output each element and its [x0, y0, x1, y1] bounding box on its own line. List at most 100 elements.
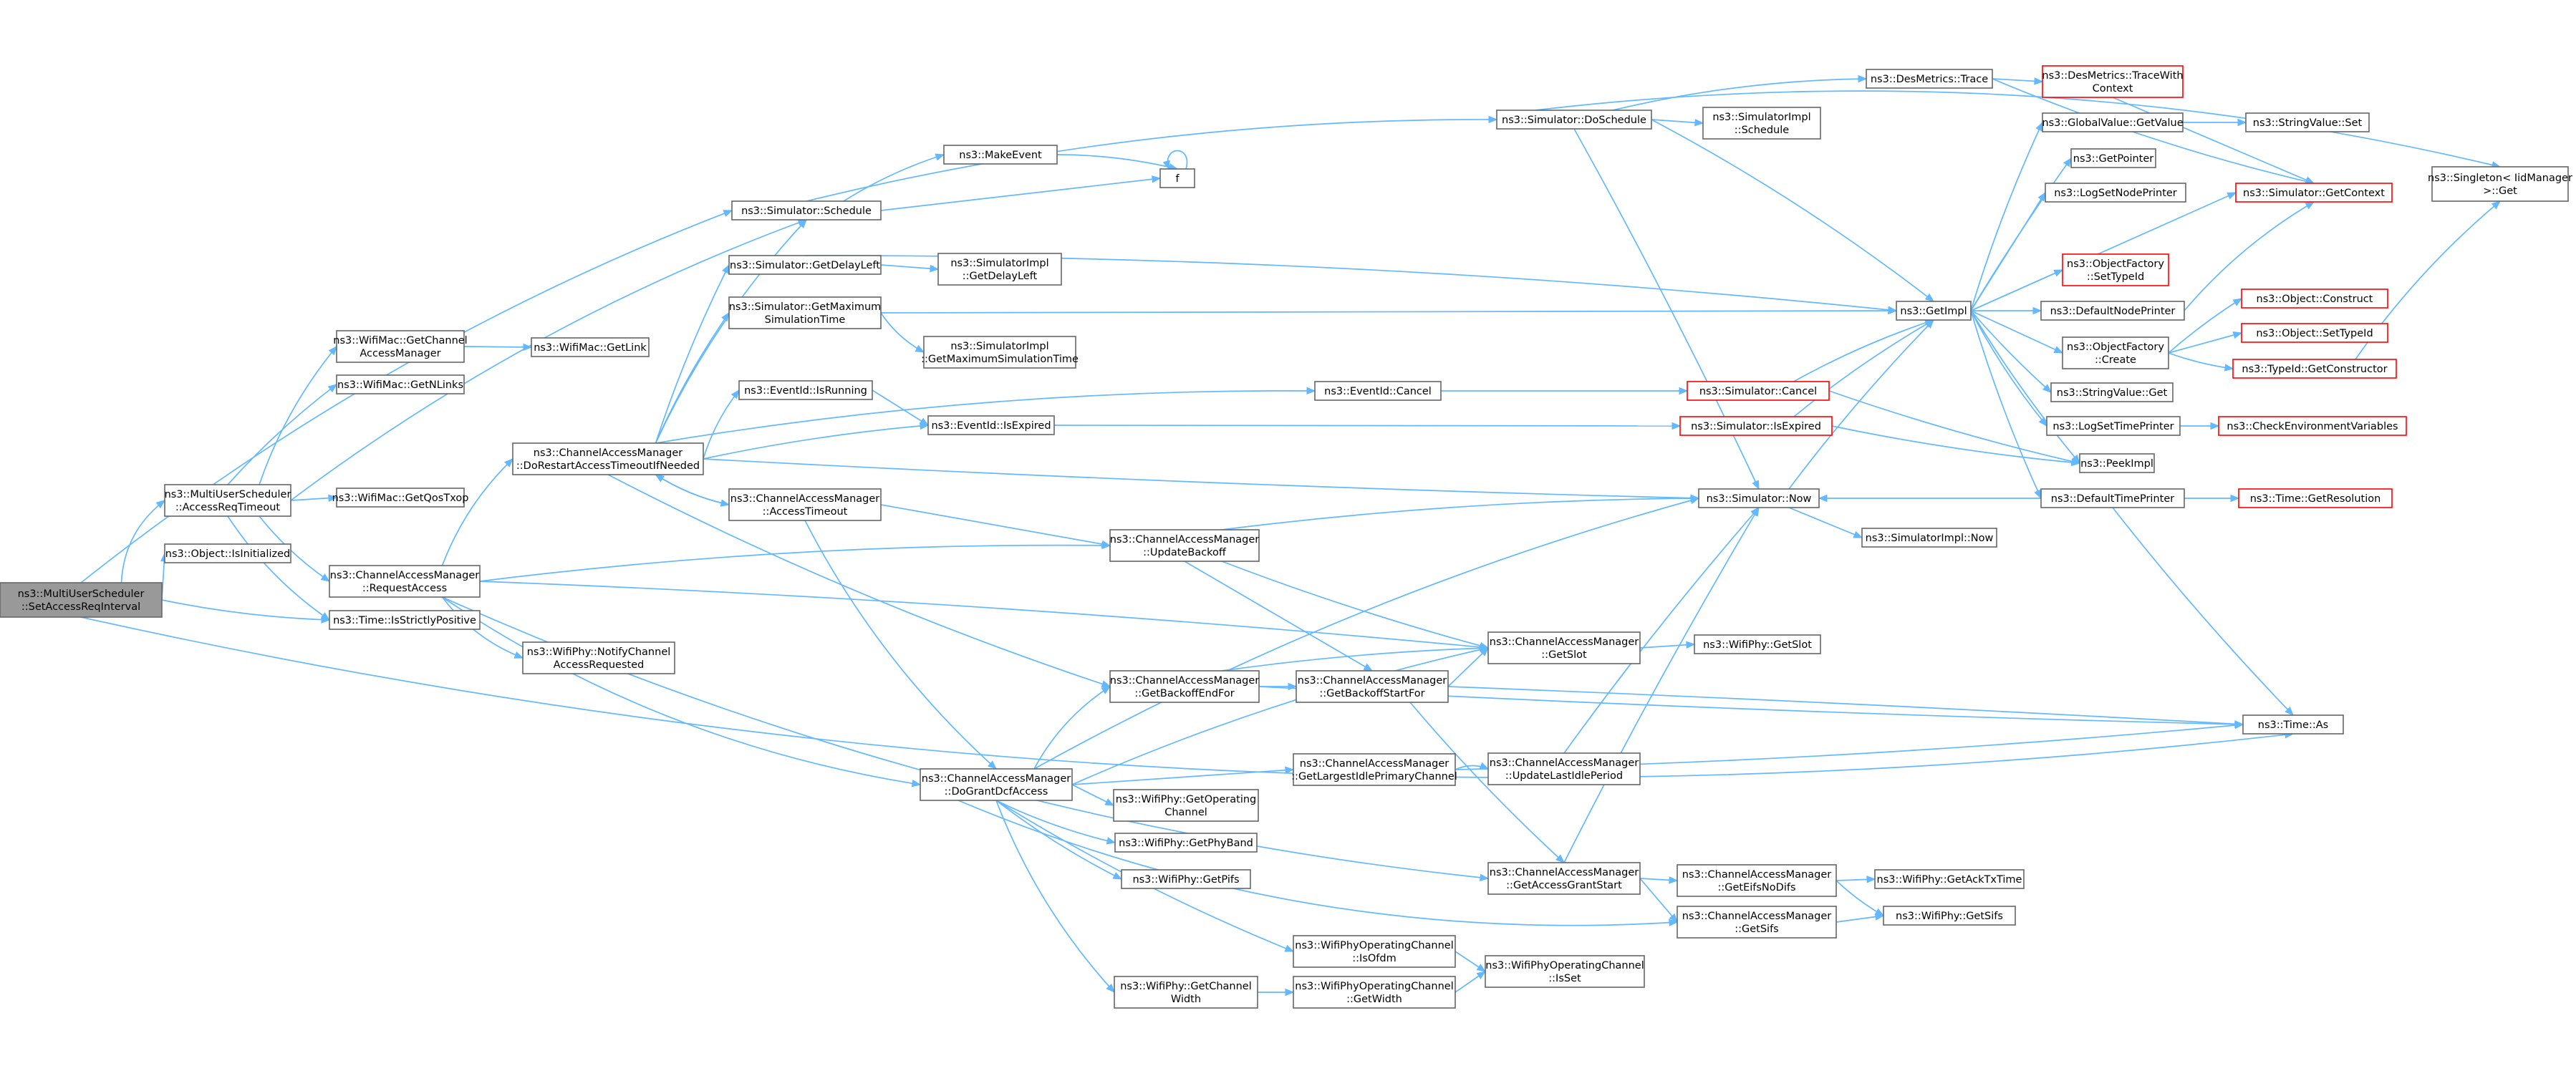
- edge-line: [1221, 561, 1489, 649]
- node-logtime[interactable]: ns3::LogSetTimePrinter: [2046, 416, 2181, 436]
- node-now[interactable]: ns3::Simulator::Now: [1698, 488, 1820, 508]
- node-notify[interactable]: ns3::WifiPhy::NotifyChannelAccessRequest…: [522, 641, 675, 674]
- node-getpointer[interactable]: ns3::GetPointer: [2070, 148, 2156, 168]
- node-implgetmax[interactable]: ns3::SimulatorImpl::GetMaximumSimulation…: [921, 336, 1079, 369]
- node-singleton[interactable]: ns3::Singleton< IidManager>::Get: [2428, 166, 2572, 202]
- edge-line: [880, 312, 925, 353]
- node-getimpl[interactable]: ns3::GetImpl: [1896, 301, 1972, 321]
- node-grantstart[interactable]: ns3::ChannelAccessManager::GetAccessGran…: [1487, 862, 1641, 895]
- edge-arrowhead: [722, 263, 730, 274]
- node-f[interactable]: f: [1159, 168, 1195, 188]
- node-aqto[interactable]: ns3::MultiUserScheduler::AccessReqTimeou…: [164, 484, 291, 517]
- node-acktx[interactable]: ns3::WifiPhy::GetAckTxTime: [1874, 869, 2025, 889]
- node-isofdm[interactable]: ns3::WifiPhyOperatingChannel::IsOfdm: [1293, 935, 1456, 968]
- node-getcons[interactable]: ns3::TypeId::GetConstructor: [2232, 359, 2397, 379]
- node-eifsnodifs[interactable]: ns3::ChannelAccessManager::GetEifsNoDifs: [1677, 864, 1837, 897]
- edge-line: [1033, 498, 1699, 770]
- node-label: ::DoRestartAccessTimeoutIfNeeded: [516, 460, 700, 472]
- node-ofcreate[interactable]: ns3::ObjectFactory::Create: [2062, 336, 2169, 369]
- node-checkenv[interactable]: ns3::CheckEnvironmentVariables: [2218, 416, 2407, 436]
- node-label: ::GetMaximumSimulationTime: [921, 354, 1079, 365]
- edge-line: [2168, 298, 2242, 354]
- node-implsched[interactable]: ns3::SimulatorImpl::Schedule: [1702, 107, 1821, 140]
- node-getsifscam[interactable]: ns3::ChannelAccessManager::GetSifs: [1677, 906, 1837, 939]
- edge-doschedule-to-now: [1573, 128, 1760, 490]
- node-implnow[interactable]: ns3::SimulatorImpl::Now: [1861, 528, 1997, 548]
- node-getqos[interactable]: ns3::WifiMac::GetQosTxop: [332, 488, 469, 508]
- node-backend[interactable]: ns3::ChannelAccessManager::GetBackoffEnd…: [1109, 670, 1260, 703]
- edge-arrowhead: [1104, 798, 1115, 806]
- node-defnode[interactable]: ns3::DefaultNodePrinter: [2040, 301, 2185, 321]
- node-box: [2232, 359, 2397, 379]
- node-acctimeout[interactable]: ns3::ChannelAccessManager::AccessTimeout: [728, 488, 882, 521]
- node-largest[interactable]: ns3::ChannelAccessManager::GetLargestIdl…: [1291, 753, 1457, 786]
- node-label: ns3::WifiPhy::GetChannel: [1120, 981, 1252, 992]
- node-destrace[interactable]: ns3::DesMetrics::Trace: [1866, 69, 1993, 89]
- node-gvget[interactable]: ns3::GlobalValue::GetValue: [2042, 112, 2184, 132]
- edge-getdelay-to-implgetdelay: [880, 264, 940, 273]
- edge-line: [655, 474, 730, 505]
- node-isset[interactable]: ns3::WifiPhyOperatingChannel::IsSet: [1485, 955, 1645, 988]
- node-objsettid[interactable]: ns3::Object::SetTypeId: [2241, 323, 2388, 343]
- node-updidle[interactable]: ns3::ChannelAccessManager::UpdateLastIdl…: [1487, 752, 1641, 785]
- node-implgetdelay[interactable]: ns3::SimulatorImpl::GetDelayLeft: [937, 253, 1062, 286]
- node-strict[interactable]: ns3::Time::IsStrictlyPositive: [329, 610, 481, 630]
- edge-line: [227, 384, 337, 485]
- node-dorestart[interactable]: ns3::ChannelAccessManager::DoRestartAcce…: [512, 442, 704, 475]
- edge-line: [80, 210, 733, 583]
- node-getdelay[interactable]: ns3::Simulator::GetDelayLeft: [728, 255, 882, 275]
- node-objinit[interactable]: ns3::Object::IsInitialized: [164, 543, 291, 563]
- node-getmax[interactable]: ns3::Simulator::GetMaximumSimulationTime: [728, 296, 882, 329]
- node-deftime[interactable]: ns3::DefaultTimePrinter: [2040, 488, 2185, 508]
- edge-line: [1573, 128, 1760, 490]
- edge-arrowhead: [1853, 530, 1863, 538]
- node-physifs[interactable]: ns3::WifiPhy::GetSifs: [1883, 906, 2016, 926]
- edge-reqacc-to-getslot: [479, 581, 1490, 651]
- node-getpifs[interactable]: ns3::WifiPhy::GetPifs: [1121, 869, 1251, 889]
- node-isexp[interactable]: ns3::EventId::IsExpired: [927, 415, 1055, 435]
- node-objcons[interactable]: ns3::Object::Construct: [2241, 289, 2388, 309]
- edge-arrowhead: [328, 345, 337, 356]
- node-label: ns3::WifiPhy::GetSlot: [1703, 639, 1812, 651]
- node-updback[interactable]: ns3::ChannelAccessManager::UpdateBackoff: [1109, 529, 1260, 562]
- node-svset[interactable]: ns3::StringValue::Set: [2245, 112, 2370, 132]
- node-lognode[interactable]: ns3::LogSetNodePrinter: [2045, 183, 2186, 203]
- node-getwidth[interactable]: ns3::WifiPhyOperatingChannel::GetWidth: [1293, 976, 1456, 1009]
- edge-schedule-to-doschedule: [806, 115, 1498, 202]
- node-getctx[interactable]: ns3::Simulator::GetContext: [2235, 183, 2393, 203]
- edge-arrowhead: [1924, 293, 1935, 302]
- edge-arrowhead: [2032, 306, 2042, 315]
- node-isrun[interactable]: ns3::EventId::IsRunning: [738, 380, 873, 400]
- edge-line: [1535, 90, 2501, 168]
- node-backstart[interactable]: ns3::ChannelAccessManager::GetBackoffSta…: [1296, 670, 1449, 703]
- edge-arrowhead: [513, 651, 524, 659]
- edge-line: [1793, 319, 1934, 417]
- node-getres[interactable]: ns3::Time::GetResolution: [2238, 488, 2393, 508]
- edge-ofcreate-to-getcons: [2168, 352, 2234, 372]
- node-getlink[interactable]: ns3::WifiMac::GetLink: [531, 337, 650, 357]
- edge-line: [441, 596, 524, 659]
- node-evcancel[interactable]: ns3::EventId::Cancel: [1314, 381, 1442, 401]
- node-makeevent[interactable]: ns3::MakeEvent: [943, 145, 1058, 165]
- node-peek[interactable]: ns3::PeekImpl: [2079, 453, 2155, 473]
- node-doschedule[interactable]: ns3::Simulator::DoSchedule: [1496, 110, 1652, 130]
- node-reqacc[interactable]: ns3::ChannelAccessManager::RequestAccess: [329, 565, 481, 598]
- node-timeas[interactable]: ns3::Time::As: [2242, 714, 2344, 735]
- edge-deftime-to-getres: [2184, 494, 2240, 503]
- node-simcancel[interactable]: ns3::Simulator::Cancel: [1687, 381, 1830, 401]
- node-phygetslot[interactable]: ns3::WifiPhy::GetSlot: [1694, 634, 1821, 654]
- node-dogrant[interactable]: ns3::ChannelAccessManager::DoGrantDcfAcc…: [920, 768, 1073, 801]
- node-svget[interactable]: ns3::StringValue::Get: [2050, 382, 2174, 402]
- node-getnlinks[interactable]: ns3::WifiMac::GetNLinks: [336, 374, 465, 394]
- node-ofsettid[interactable]: ns3::ObjectFactory::SetTypeId: [2062, 253, 2169, 286]
- node-schedule[interactable]: ns3::Simulator::Schedule: [731, 200, 882, 220]
- node-label: ns3::LogSetTimePrinter: [2052, 421, 2174, 432]
- node-simisexp[interactable]: ns3::Simulator::IsExpired: [1679, 416, 1833, 436]
- node-getband[interactable]: ns3::WifiPhy::GetPhyBand: [1114, 833, 1258, 853]
- node-box: [1314, 381, 1442, 401]
- node-getslot[interactable]: ns3::ChannelAccessManager::GetSlot: [1487, 631, 1641, 664]
